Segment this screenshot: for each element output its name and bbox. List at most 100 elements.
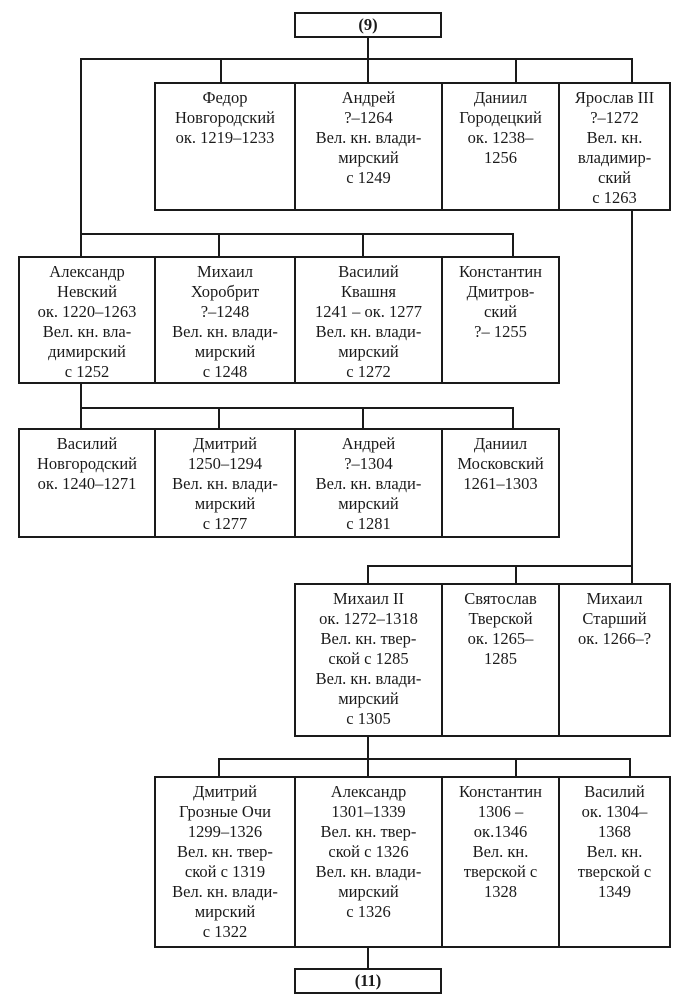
person-text-line: Вел. кн. вла-: [42, 322, 132, 341]
connector-line: [367, 758, 369, 778]
person-text-line: Михаил: [197, 262, 253, 281]
connector-line: [367, 735, 369, 759]
connector-line: [220, 58, 222, 84]
person-text-line: с 1322: [202, 922, 248, 941]
person-text-line: с 1249: [346, 168, 391, 187]
person-text-line: тверской с: [577, 862, 652, 881]
person-text-line: Вел. кн.: [472, 842, 529, 861]
person-text-line: ской с 1285: [328, 649, 409, 668]
ref-label: (11): [354, 971, 382, 990]
person-text-line: Вел. кн. твер-: [320, 822, 417, 841]
person-text-line: ок. 1240–1271: [37, 474, 137, 493]
person-text-line: ?–1272: [590, 108, 639, 127]
connector-line: [631, 209, 633, 567]
person-text-line: Василий: [338, 262, 399, 281]
person-text-line: ской с 1319: [184, 862, 266, 881]
person-text-line: 1328: [484, 882, 517, 901]
person-text-line: Василий: [56, 434, 118, 453]
connector-line: [80, 58, 633, 60]
person-text-line: Вел. кн. влади-: [172, 882, 278, 901]
person-text-line: с 1326: [346, 902, 391, 921]
connector-line: [80, 382, 82, 430]
person-text-line: с 1252: [64, 362, 110, 381]
person-text-line: ок.1346: [473, 822, 528, 841]
person-text-line: с 1248: [202, 362, 248, 381]
person-text-line: ский: [484, 302, 517, 321]
person-text-line: 1256: [484, 148, 517, 167]
person-text-line: Михаил: [586, 589, 643, 608]
person-text-line: Андрей: [341, 434, 396, 453]
person-text-line: с 1263: [592, 188, 637, 207]
person-text-line: мирский: [338, 882, 399, 901]
person-text-line: Александр: [330, 782, 407, 801]
person-text-line: Грозные Очи: [179, 802, 271, 821]
connector-line: [367, 36, 369, 59]
person-text-line: Даниил: [473, 434, 528, 453]
person-text-line: ?–1264: [344, 108, 393, 127]
person-text-line: Вел. кн.: [586, 128, 643, 147]
person-text-line: Вел. кн. влади-: [315, 474, 422, 493]
person-text-line: Василий: [584, 782, 645, 801]
connector-line: [631, 565, 633, 585]
person-text-line: Невский: [57, 282, 117, 301]
person-text-line: с 1277: [202, 514, 248, 533]
connector-line: [515, 58, 517, 84]
person-text-line: 1250–1294: [187, 454, 263, 473]
person-text-line: ?– 1255: [474, 322, 527, 341]
person-text-line: с 1281: [346, 514, 391, 533]
person-text-line: Дмитрий: [193, 434, 257, 453]
person-text-line: ский: [598, 168, 631, 187]
person-text-line: ок. 1219–1233: [175, 128, 275, 147]
person-text-line: 1306 –: [477, 802, 524, 821]
person-text-line: владимир-: [577, 148, 652, 167]
connector-line: [512, 233, 514, 258]
person-text-line: мирский: [194, 494, 256, 513]
person-text-line: Михаил II: [332, 589, 405, 608]
person-text-line: 1299–1326: [187, 822, 263, 841]
person-text-line: с 1272: [346, 362, 391, 381]
person-text-line: Московский: [457, 454, 544, 473]
person-text-line: Константин: [458, 262, 543, 281]
connector-line: [512, 407, 514, 430]
person-text-line: мирский: [194, 902, 256, 921]
person-text-line: Дмитрий: [193, 782, 257, 801]
person-text-line: Вел. кн. влади-: [315, 322, 422, 341]
person-text-line: ок. 1220–1263: [37, 302, 137, 321]
person-text-line: ок. 1265–: [467, 629, 534, 648]
person-text-line: Вел. кн. влади-: [172, 474, 278, 493]
connector-line: [80, 58, 82, 258]
person-text-line: Дмитров-: [466, 282, 535, 301]
connector-line: [218, 233, 220, 258]
person-text-line: ской с 1326: [328, 842, 409, 861]
person-text-line: Старший: [582, 609, 647, 628]
person-text-line: 1241 – ок. 1277: [314, 302, 423, 321]
person-text-line: Федор: [202, 88, 248, 107]
person-text-line: 1261–1303: [463, 474, 538, 493]
person-text-line: Вел. кн. влади-: [315, 128, 422, 147]
ref-box-top: (9): [294, 12, 442, 38]
connector-line: [629, 758, 631, 778]
person-text-line: мирский: [338, 494, 399, 513]
person-text-line: 1368: [598, 822, 631, 841]
connector-line: [367, 565, 633, 567]
person-text-line: мирский: [338, 148, 399, 167]
ref-label: (9): [358, 15, 378, 34]
person-text-line: Хоробрит: [190, 282, 260, 301]
person-text-line: ?–1304: [344, 454, 393, 473]
person-text-line: Андрей: [341, 88, 396, 107]
